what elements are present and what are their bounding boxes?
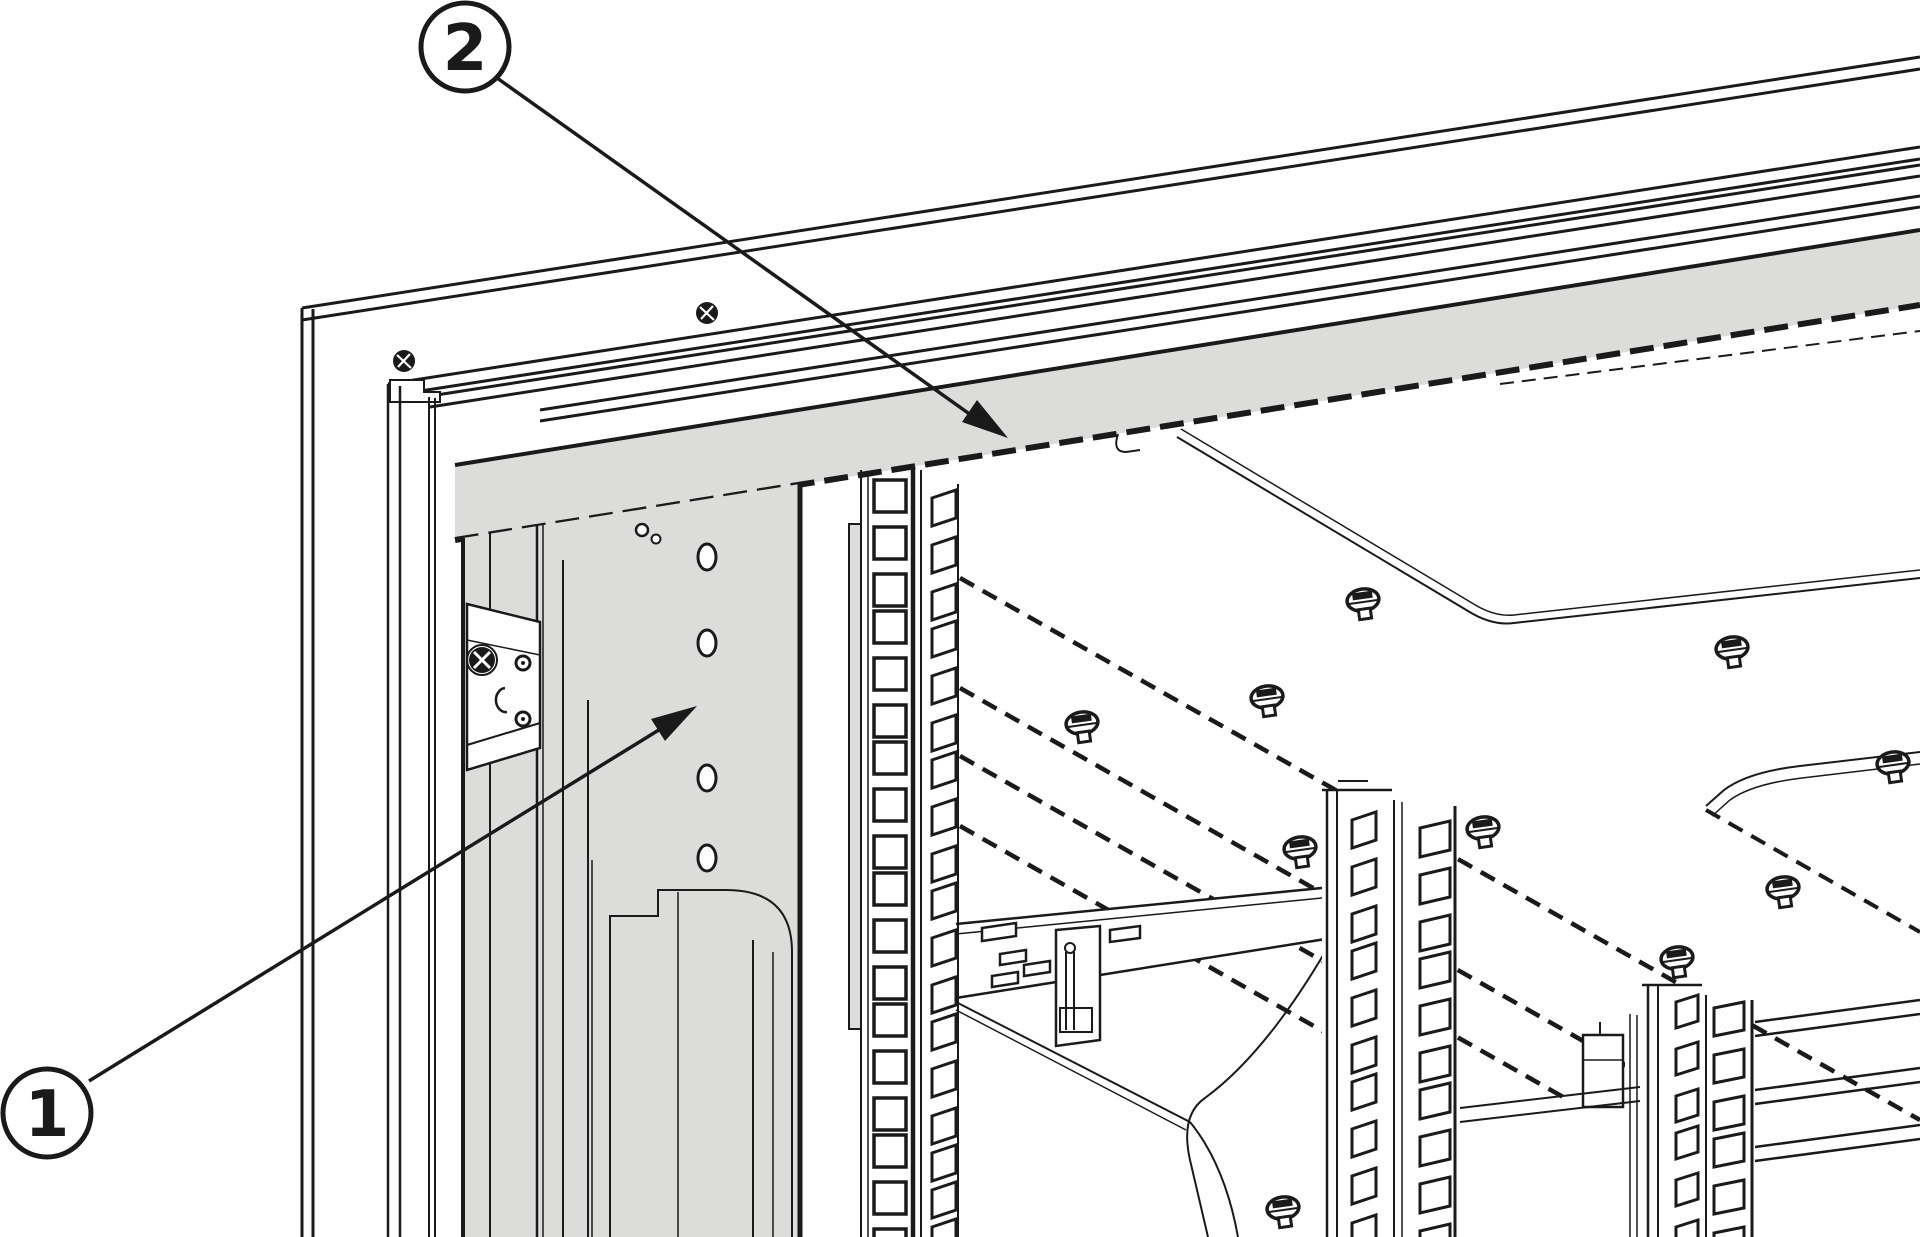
slotted-support-bar: [955, 885, 1333, 1237]
ceiling-recess-outlines: [1115, 428, 1920, 934]
rail-mount-block: [1581, 1022, 1625, 1109]
callout-1-badge: [0, 1066, 94, 1160]
mounting-bracket-panel: [461, 484, 862, 1237]
corner-tab: [389, 379, 441, 403]
rail-square-holes-front: [872, 478, 908, 1237]
panel-side-return: [848, 523, 862, 1030]
thumbscrew: [1873, 748, 1914, 786]
thumbscrew: [1247, 682, 1288, 720]
callout-2-badge: [418, 0, 512, 94]
thumbscrew: [1280, 833, 1321, 871]
rail-square-holes-front: [1418, 819, 1452, 1237]
middle-rack-rail: [1322, 780, 1457, 1237]
callout-1-label: 1: [25, 1078, 70, 1152]
latch-bracket: [1054, 924, 1102, 1048]
side-frame-beams: [1459, 998, 1920, 1163]
deflector-curve: [1186, 939, 1333, 1237]
panel-small-screw: [650, 533, 662, 545]
rail-square-holes-side: [1350, 809, 1378, 1237]
thumbscrew: [1763, 873, 1804, 911]
callout-1-arrowhead: [651, 706, 697, 741]
thumbscrew: [1712, 633, 1753, 671]
callout-2-leader-line: [495, 76, 987, 427]
panel-arch-cutout: [609, 889, 793, 1237]
callout-2: 2: [418, 0, 1008, 438]
thumbscrew: [1263, 1193, 1304, 1231]
front-left-rack-rail: [860, 468, 959, 1237]
panel-small-screw: [634, 522, 650, 538]
bar-slots: [980, 921, 1142, 989]
callout-2-label: 2: [443, 12, 488, 86]
bracket-slot: [494, 686, 508, 714]
frame-screw: [393, 350, 415, 372]
bracket-screw: [466, 644, 498, 676]
hinge-bracket: [465, 602, 542, 772]
thumbscrew: [1463, 813, 1504, 851]
panel-holes: [696, 542, 718, 873]
frame-screws: [393, 302, 718, 372]
thumbscrew: [1062, 708, 1103, 746]
rail-square-holes-front: [1712, 1000, 1746, 1237]
callout-2-arrowhead: [962, 400, 1008, 438]
thumbscrew: [1343, 585, 1384, 623]
callout-1-leader-line: [88, 726, 663, 1083]
cabinet-top-frame: [301, 55, 1920, 423]
top-trim-panel: [454, 228, 1920, 543]
rear-right-rack-rail: [1459, 983, 1920, 1237]
frame-screw: [696, 302, 718, 324]
callout-1: 1: [0, 706, 697, 1160]
rail-square-holes-side: [1674, 992, 1700, 1237]
rail-square-holes-side: [930, 487, 958, 1237]
left-door-frame: [300, 308, 436, 1237]
